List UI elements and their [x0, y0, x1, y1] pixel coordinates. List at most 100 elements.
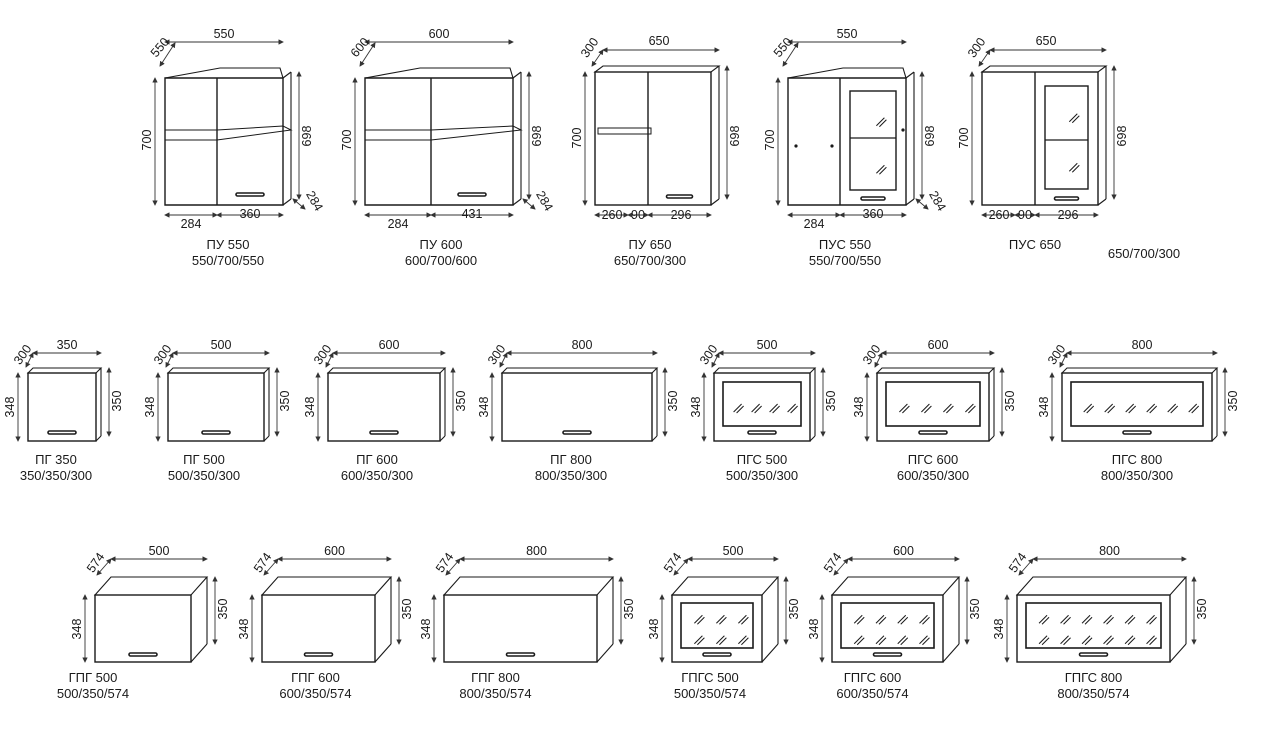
- cabinet-size: 800/350/300: [1101, 468, 1173, 483]
- cabinet-top: [875, 367, 996, 374]
- dimension-label: 350: [1003, 391, 1017, 412]
- dimension-line: [325, 352, 334, 368]
- cabinet-top: [830, 576, 961, 596]
- cabinet-top: [326, 367, 447, 374]
- dimension-label: 260: [989, 208, 1010, 222]
- dimension-line: [978, 49, 991, 67]
- cabinet-body: [981, 71, 1099, 206]
- dimension-label: 360: [240, 207, 261, 221]
- hinge-dot: [901, 128, 905, 132]
- cabinet-name: ПГ 600: [356, 452, 398, 467]
- glass-frame: [722, 381, 802, 427]
- cabinet-body: [261, 594, 376, 663]
- dimension-label: 600: [324, 544, 345, 558]
- dimension-label: 650: [649, 34, 670, 48]
- glass-frame: [1025, 602, 1162, 649]
- dimension-label: 600: [429, 27, 450, 41]
- dimension-label: 800: [572, 338, 593, 352]
- cabinet-name: ПУС 650: [1009, 237, 1061, 252]
- dimension-label: 550: [148, 35, 172, 60]
- dimension-label: 348: [419, 619, 433, 640]
- cabinet-size: 600/350/574: [836, 686, 908, 701]
- shelf: [597, 127, 652, 135]
- glass-frame: [1044, 85, 1089, 190]
- handle: [665, 194, 694, 199]
- dimension-label: 700: [340, 130, 354, 151]
- cabinet-size: 650/700/300: [1108, 246, 1180, 261]
- cabinet-size: 500/350/300: [726, 468, 798, 483]
- dimension-label: 300: [1045, 342, 1068, 367]
- cabinet-body: [364, 77, 514, 206]
- cabinet-top: [93, 576, 209, 596]
- hinge-dot: [830, 144, 834, 148]
- dimension-label: 300: [11, 342, 34, 367]
- handle: [303, 652, 334, 657]
- handle: [562, 430, 592, 435]
- cabinet-size: 500/350/574: [674, 686, 746, 701]
- dimension-label: 360: [863, 207, 884, 221]
- dimension-label: 300: [697, 342, 720, 367]
- handle: [47, 430, 77, 435]
- dimension-line: [263, 558, 279, 576]
- dimension-label: 698: [300, 126, 314, 147]
- cabinet-name: ПУС 550: [819, 237, 871, 252]
- dimension-label: 800: [526, 544, 547, 558]
- handle: [235, 192, 265, 197]
- dimension-label: 698: [728, 126, 742, 147]
- dimension-label: 650: [1036, 34, 1057, 48]
- cabinet-name: ГПГ 800: [471, 670, 520, 685]
- dimension-label: 698: [923, 126, 937, 147]
- dimension-label: 296: [671, 208, 692, 222]
- glass-reflection-marks: [899, 403, 976, 414]
- dimension-label: 574: [251, 550, 274, 575]
- glass-reflection-marks: [876, 117, 887, 175]
- dimension-label: 350: [278, 391, 292, 412]
- dimension-label: 800: [1099, 544, 1120, 558]
- dimension-label: 431: [462, 207, 483, 221]
- cabinet-size: 550/700/550: [809, 253, 881, 268]
- cabinet-size: 550/700/550: [192, 253, 264, 268]
- dimension-label: 284: [303, 188, 326, 213]
- dimension-line: [292, 198, 306, 210]
- handle: [872, 652, 903, 657]
- handle: [457, 192, 487, 197]
- dimension-line: [1059, 352, 1068, 368]
- cabinet-body: [594, 71, 712, 206]
- cabinet-top: [593, 65, 721, 73]
- cabinet-top: [364, 67, 514, 79]
- dimension-label: 500: [149, 544, 170, 558]
- shelf: [164, 125, 293, 141]
- cabinet-top: [260, 576, 393, 596]
- dimension-label: 348: [1037, 397, 1051, 418]
- dimension-label: 800: [1132, 338, 1153, 352]
- cabinet-body: [831, 594, 944, 663]
- dimension-label: 350: [216, 599, 230, 620]
- glass-reflection-marks: [853, 614, 930, 646]
- dimension-line: [711, 352, 720, 368]
- dimension-line: [874, 352, 883, 368]
- dimension-label: 348: [143, 397, 157, 418]
- dimension-line: [673, 558, 689, 576]
- dimension-line: [782, 42, 799, 67]
- dimension-label: 348: [303, 397, 317, 418]
- dimension-label: 284: [804, 217, 825, 231]
- cabinet-size: 350/350/300: [20, 468, 92, 483]
- cabinet-name: ГПГС 500: [681, 670, 739, 685]
- cabinet-name: ГПГ 600: [291, 670, 340, 685]
- cabinet-name: ПГС 600: [908, 452, 959, 467]
- cabinet-top: [500, 367, 659, 374]
- hinge-dot: [794, 144, 798, 148]
- glass-reflection-marks: [1038, 614, 1157, 646]
- cabinet-size: 500/350/574: [57, 686, 129, 701]
- dimension-label: 574: [821, 550, 844, 575]
